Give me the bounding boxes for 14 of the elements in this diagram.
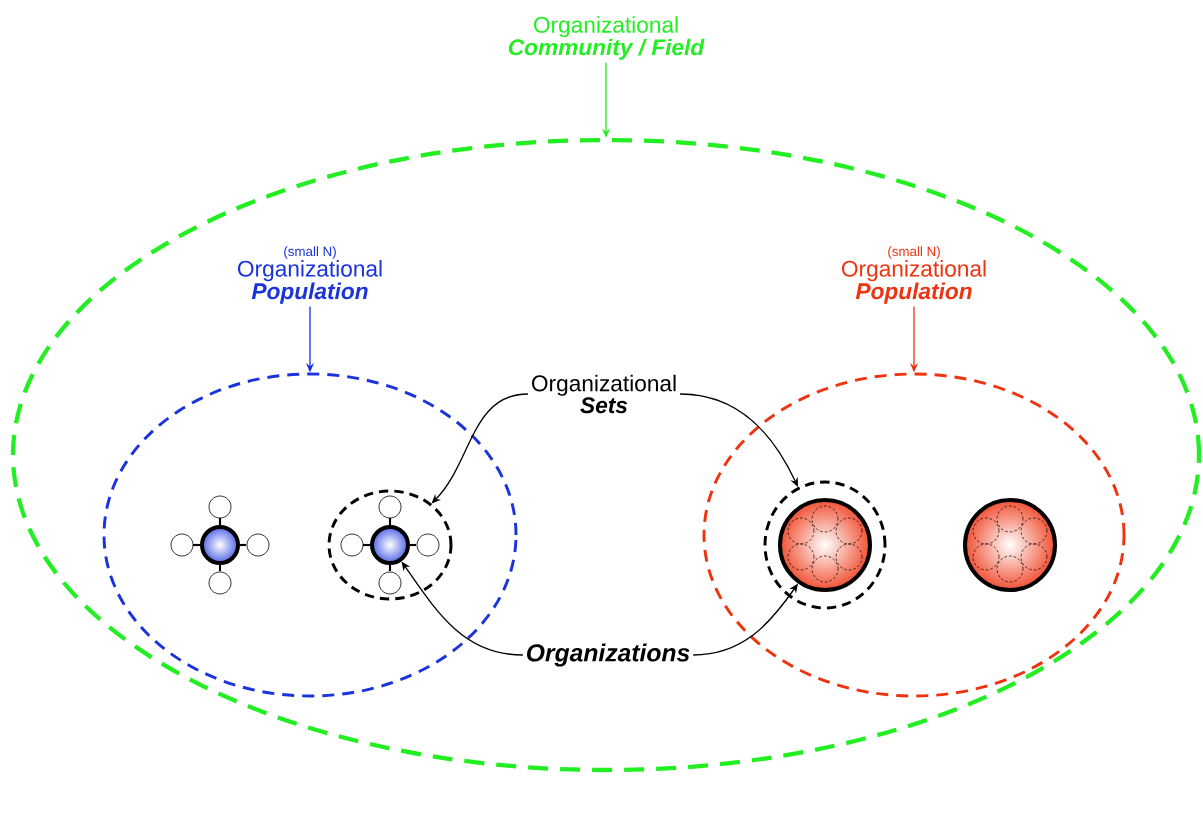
dashed-ellipse: [102, 372, 518, 698]
dashed-ellipse: [10, 137, 1202, 773]
organization-drawing: [340, 495, 440, 595]
dashed-circle: [763, 480, 887, 610]
heading-text: Organizational Community / Field: [508, 16, 705, 60]
dashed-ellipse: [702, 372, 1126, 698]
heading-text: (small N) Organizational Population: [238, 246, 382, 304]
dashed-circle: [327, 489, 453, 601]
annotation-text: Organizational Sets: [532, 374, 676, 414]
annotation-text: Organizations: [527, 643, 690, 667]
organization-drawing: [778, 498, 872, 592]
organization-drawing: [170, 495, 270, 595]
heading-text: (small N) Organizational Population: [842, 246, 986, 304]
organization-drawing: [963, 498, 1057, 592]
